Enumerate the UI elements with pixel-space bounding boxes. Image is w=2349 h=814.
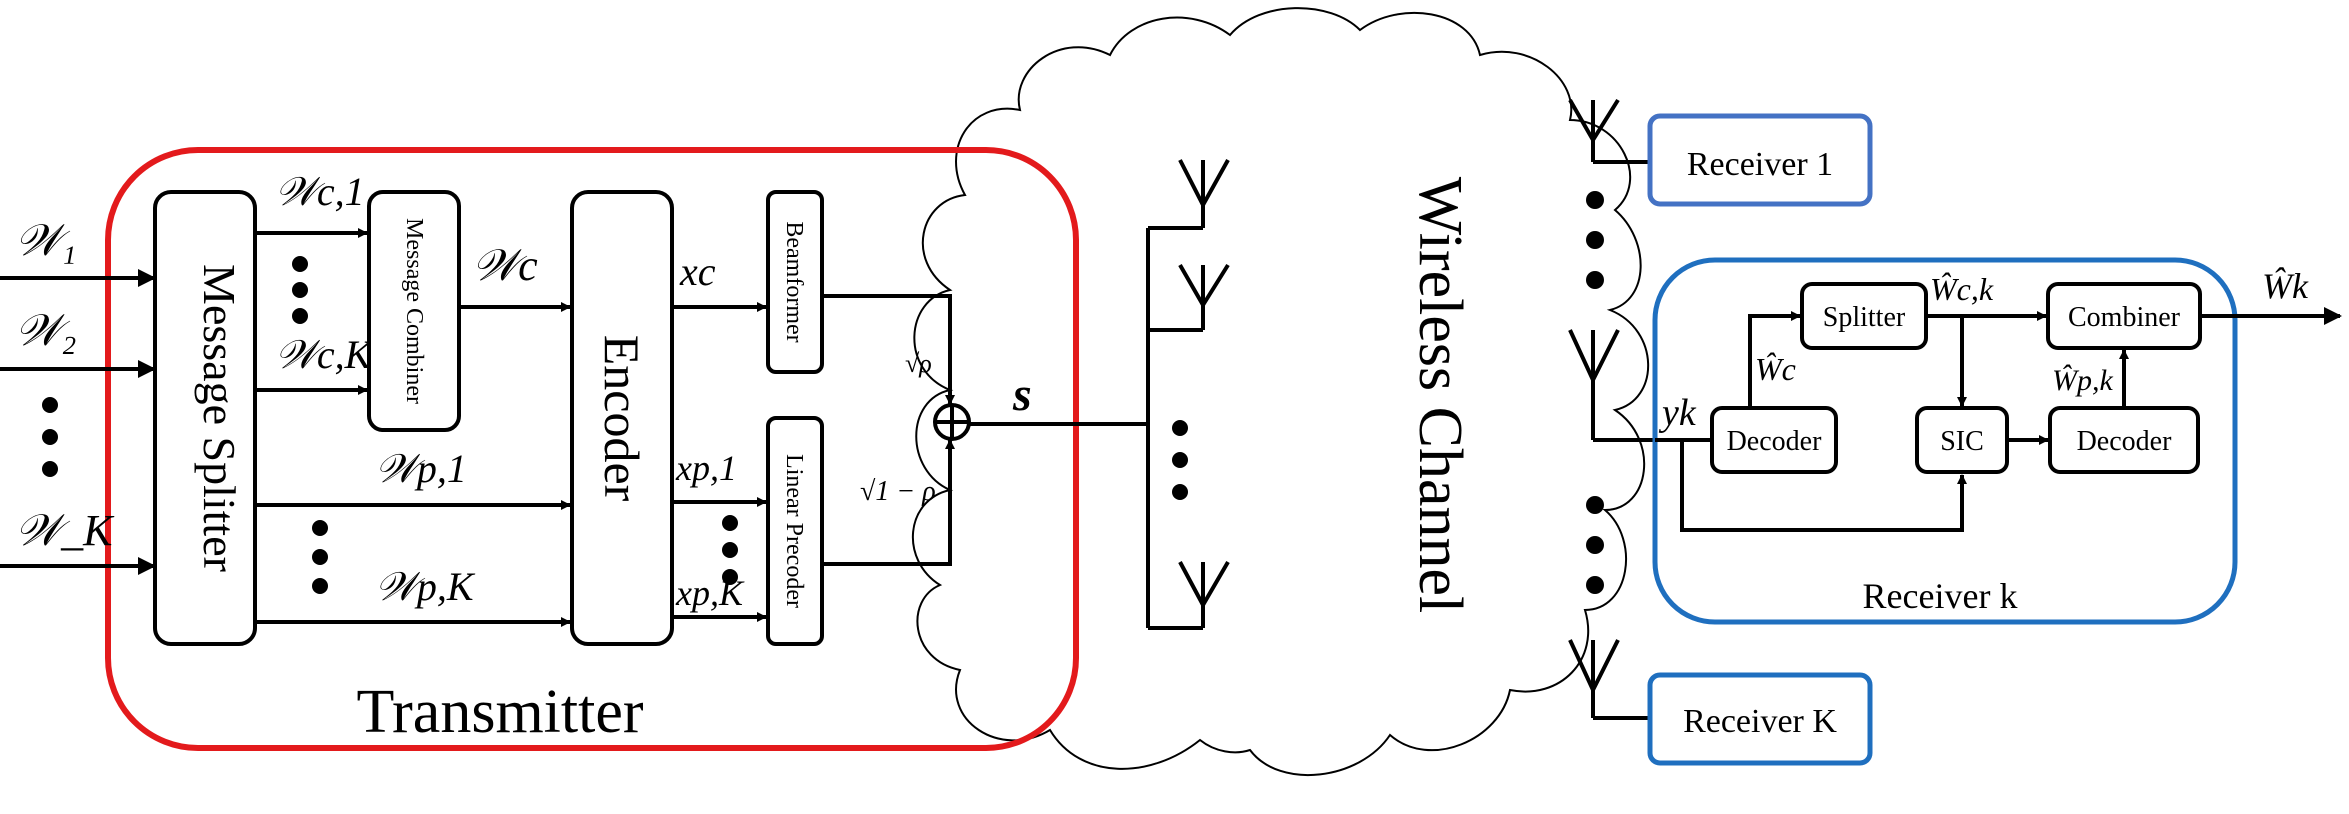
arrow-precoder-to-sum <box>822 439 955 566</box>
combiner-input-ellipsis <box>292 256 308 324</box>
message-combiner-label: Message Combiner <box>401 218 427 404</box>
linear-precoder-label: Linear Precoder <box>781 454 807 608</box>
input-ellipsis <box>42 397 58 477</box>
label-sqrt-1-rho: √1 − ρ <box>860 476 936 507</box>
receiver-K-box <box>1647 672 1873 766</box>
summation-node <box>933 403 971 441</box>
decoder-common-block <box>1710 406 1838 474</box>
arrow-beamformer-to-sum <box>822 294 955 405</box>
label-what-c: Ŵc <box>1755 351 1796 387</box>
sic-label: SIC <box>1940 426 1984 457</box>
precoder-input-ellipsis <box>722 515 738 585</box>
label-wp1: 𝒲p,1 <box>375 446 467 491</box>
receiver-K-label: Receiver K <box>1683 703 1837 740</box>
label-what-pk: Ŵp,k <box>2052 364 2113 397</box>
input-label-w2: 𝒲₂ <box>15 306 76 355</box>
splitter-label: Splitter <box>1823 302 1906 333</box>
label-wck: 𝒲c,K <box>275 332 374 377</box>
encoder-block <box>570 190 674 646</box>
label-wpk: 𝒲p,K <box>375 564 476 609</box>
wireless-channel-cloud <box>911 7 1650 777</box>
arrow-yk-to-sic <box>1680 440 1967 532</box>
receiver-1-label: Receiver 1 <box>1687 146 1833 183</box>
encoder-label: Encoder <box>594 335 650 502</box>
label-s: s <box>1012 368 1032 421</box>
label-wc: 𝒲c <box>472 241 538 290</box>
message-combiner-block <box>367 190 461 432</box>
message-splitter-label: Message Splitter <box>194 264 245 572</box>
receive-antennas <box>1568 98 1680 720</box>
beamformer-label: Beamformer <box>781 221 807 342</box>
message-splitter-block <box>153 190 257 646</box>
transmitter-label: Transmitter <box>356 678 643 746</box>
input-label-wk: 𝒲_K <box>15 506 115 555</box>
receiver-1-box <box>1647 113 1873 207</box>
label-wc1: 𝒲c,1 <box>275 169 365 214</box>
label-what-k: Ŵk <box>2262 266 2309 306</box>
label-what-ck: Ŵc,k <box>1930 271 1994 307</box>
private-stream-ellipsis <box>312 520 328 594</box>
linear-precoder-block <box>766 416 824 646</box>
decoder-common-label: Decoder <box>1727 426 1823 457</box>
receiver-k-label: Receiver k <box>1863 576 2018 616</box>
channel-label: Wireless Channel <box>1406 177 1474 614</box>
arrow-decoder-to-splitter <box>1748 311 1801 408</box>
label-xp1: xp,1 <box>675 448 737 488</box>
label-yk: yk <box>1658 392 1697 434</box>
beamformer-block <box>766 190 824 374</box>
label-sqrt-rho: √ρ <box>905 349 932 378</box>
combiner-label: Combiner <box>2068 302 2181 333</box>
transmitter-frame <box>105 147 1079 751</box>
input-label-w1: 𝒲₁ <box>15 216 76 265</box>
transmit-antenna-array <box>1146 159 1230 630</box>
label-xc: xc <box>679 249 716 294</box>
decoder-private-label: Decoder <box>2077 426 2173 457</box>
